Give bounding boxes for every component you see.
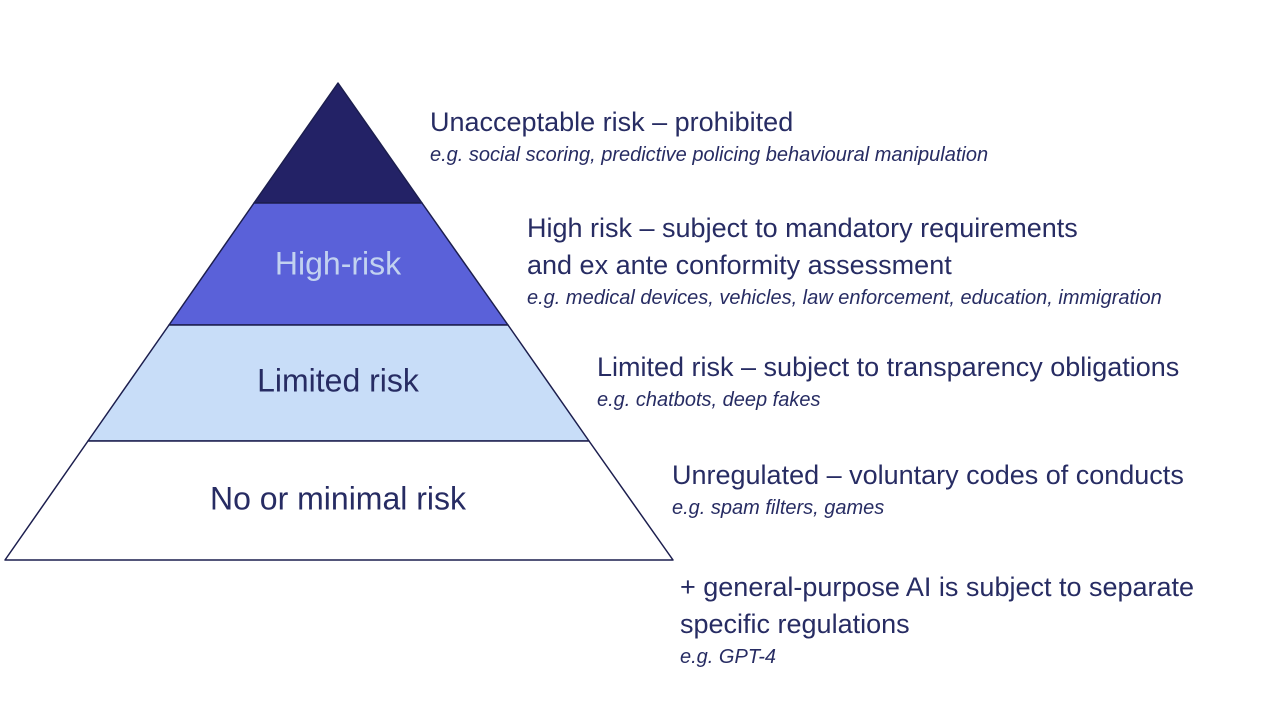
- annotation-heading: High risk – subject to mandatory require…: [527, 213, 1078, 243]
- annotation-example: e.g. chatbots, deep fakes: [597, 389, 821, 411]
- annotation-general-purpose-ai: + general-purpose AI is subject to separ…: [680, 569, 1194, 671]
- annotation-heading: Limited risk – subject to transparency o…: [597, 352, 1180, 382]
- annotation-heading: Unregulated – voluntary codes of conduct…: [672, 460, 1184, 490]
- annotation-unregulated: Unregulated – voluntary codes of conduct…: [672, 457, 1184, 522]
- pyramid-label-limited-risk: Limited risk: [257, 362, 419, 399]
- annotation-unacceptable-risk: Unacceptable risk – prohibited e.g. soci…: [430, 104, 988, 169]
- annotation-limited-risk: Limited risk – subject to transparency o…: [597, 349, 1179, 414]
- annotation-heading: Unacceptable risk – prohibited: [430, 107, 794, 137]
- annotation-example: e.g. social scoring, predictive policing…: [430, 144, 989, 166]
- annotation-high-risk: High risk – subject to mandatory require…: [527, 210, 1162, 312]
- annotation-heading: and ex ante conformity assessment: [527, 250, 952, 280]
- pyramid-tier-unacceptable: [253, 82, 423, 204]
- risk-pyramid: [4, 82, 674, 561]
- annotation-example: e.g. medical devices, vehicles, law enfo…: [527, 287, 1162, 309]
- pyramid-label-no-or-minimal-risk: No or minimal risk: [209, 480, 467, 517]
- pyramid-label-high-risk: High-risk: [274, 245, 402, 282]
- annotation-example: e.g. GPT-4: [680, 646, 776, 668]
- annotation-heading: + general-purpose AI is subject to separ…: [680, 572, 1195, 602]
- pyramid-tier-minimal: [4, 440, 674, 561]
- annotation-example: e.g. spam filters, games: [672, 497, 885, 519]
- annotation-heading: specific regulations: [680, 609, 910, 639]
